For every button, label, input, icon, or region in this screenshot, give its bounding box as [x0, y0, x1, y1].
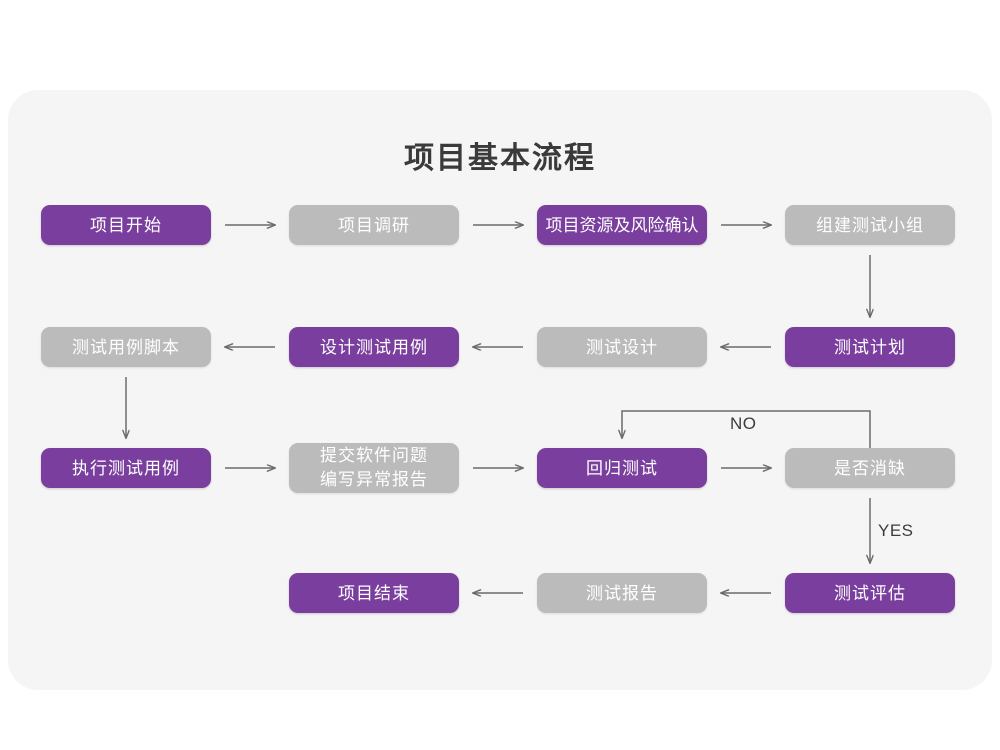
- node-project-research[interactable]: 项目调研: [289, 205, 459, 245]
- edge-label-no: NO: [730, 414, 757, 433]
- node-resource-risk[interactable]: 项目资源及风险确认: [537, 205, 707, 245]
- node-testcase-script[interactable]: 测试用例脚本: [41, 327, 211, 367]
- node-defect-cleared[interactable]: 是否消缺: [785, 448, 955, 488]
- node-test-report[interactable]: 测试报告: [537, 573, 707, 613]
- node-regression-test[interactable]: 回归测试: [537, 448, 707, 488]
- edge-label-yes: YES: [878, 521, 914, 540]
- node-test-plan[interactable]: 测试计划: [785, 327, 955, 367]
- node-test-design[interactable]: 测试设计: [537, 327, 707, 367]
- node-build-test-team[interactable]: 组建测试小组: [785, 205, 955, 245]
- node-test-evaluation[interactable]: 测试评估: [785, 573, 955, 613]
- node-design-testcase[interactable]: 设计测试用例: [289, 327, 459, 367]
- node-execute-testcase[interactable]: 执行测试用例: [41, 448, 211, 488]
- page-title: 项目基本流程: [404, 142, 596, 175]
- node-submit-bug-report[interactable]: 提交软件问题 编写异常报告: [289, 443, 459, 493]
- node-project-end[interactable]: 项目结束: [289, 573, 459, 613]
- node-project-start[interactable]: 项目开始: [41, 205, 211, 245]
